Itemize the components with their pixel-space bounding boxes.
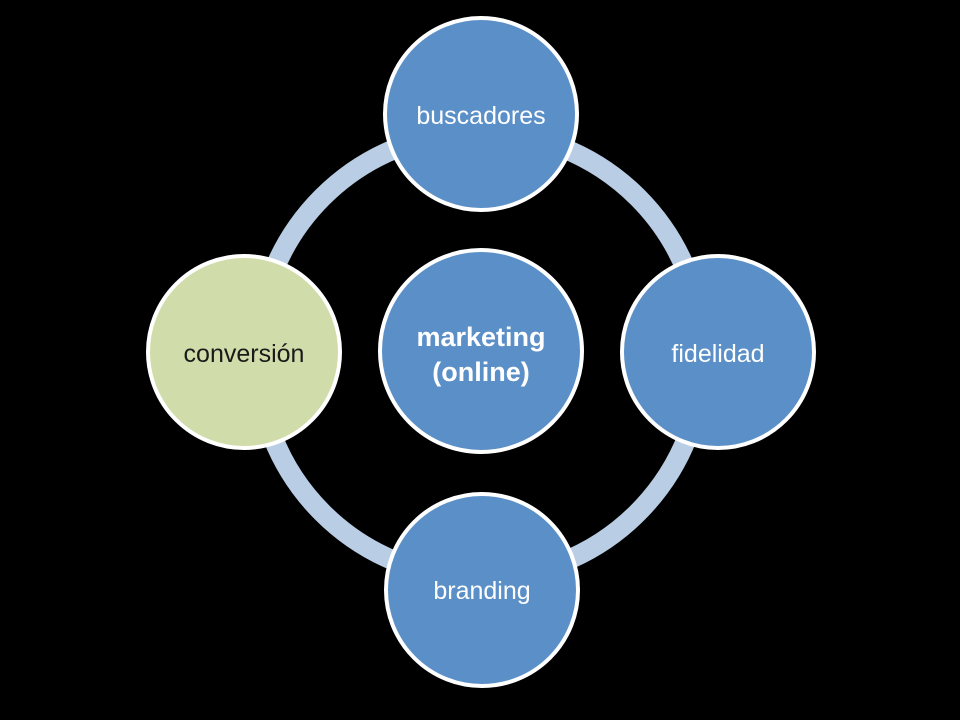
node-bottom: branding (384, 492, 580, 688)
node-right-circle (620, 254, 816, 450)
node-left-circle (146, 254, 342, 450)
node-top-label: buscadores (416, 102, 545, 130)
node-bottom-circle (384, 492, 580, 688)
center-node: marketing (online) (378, 248, 584, 454)
node-top-circle (383, 16, 579, 212)
center-node-label-line2: (online) (432, 357, 529, 387)
node-right: fidelidad (620, 254, 816, 450)
node-bottom-label: branding (433, 577, 530, 605)
node-right-label: fidelidad (671, 340, 764, 368)
node-left: conversión (146, 254, 342, 450)
center-node-circle (378, 248, 584, 454)
node-left-label: conversión (184, 340, 305, 368)
center-node-label-line1: marketing (416, 322, 545, 352)
node-top: buscadores (383, 16, 579, 212)
